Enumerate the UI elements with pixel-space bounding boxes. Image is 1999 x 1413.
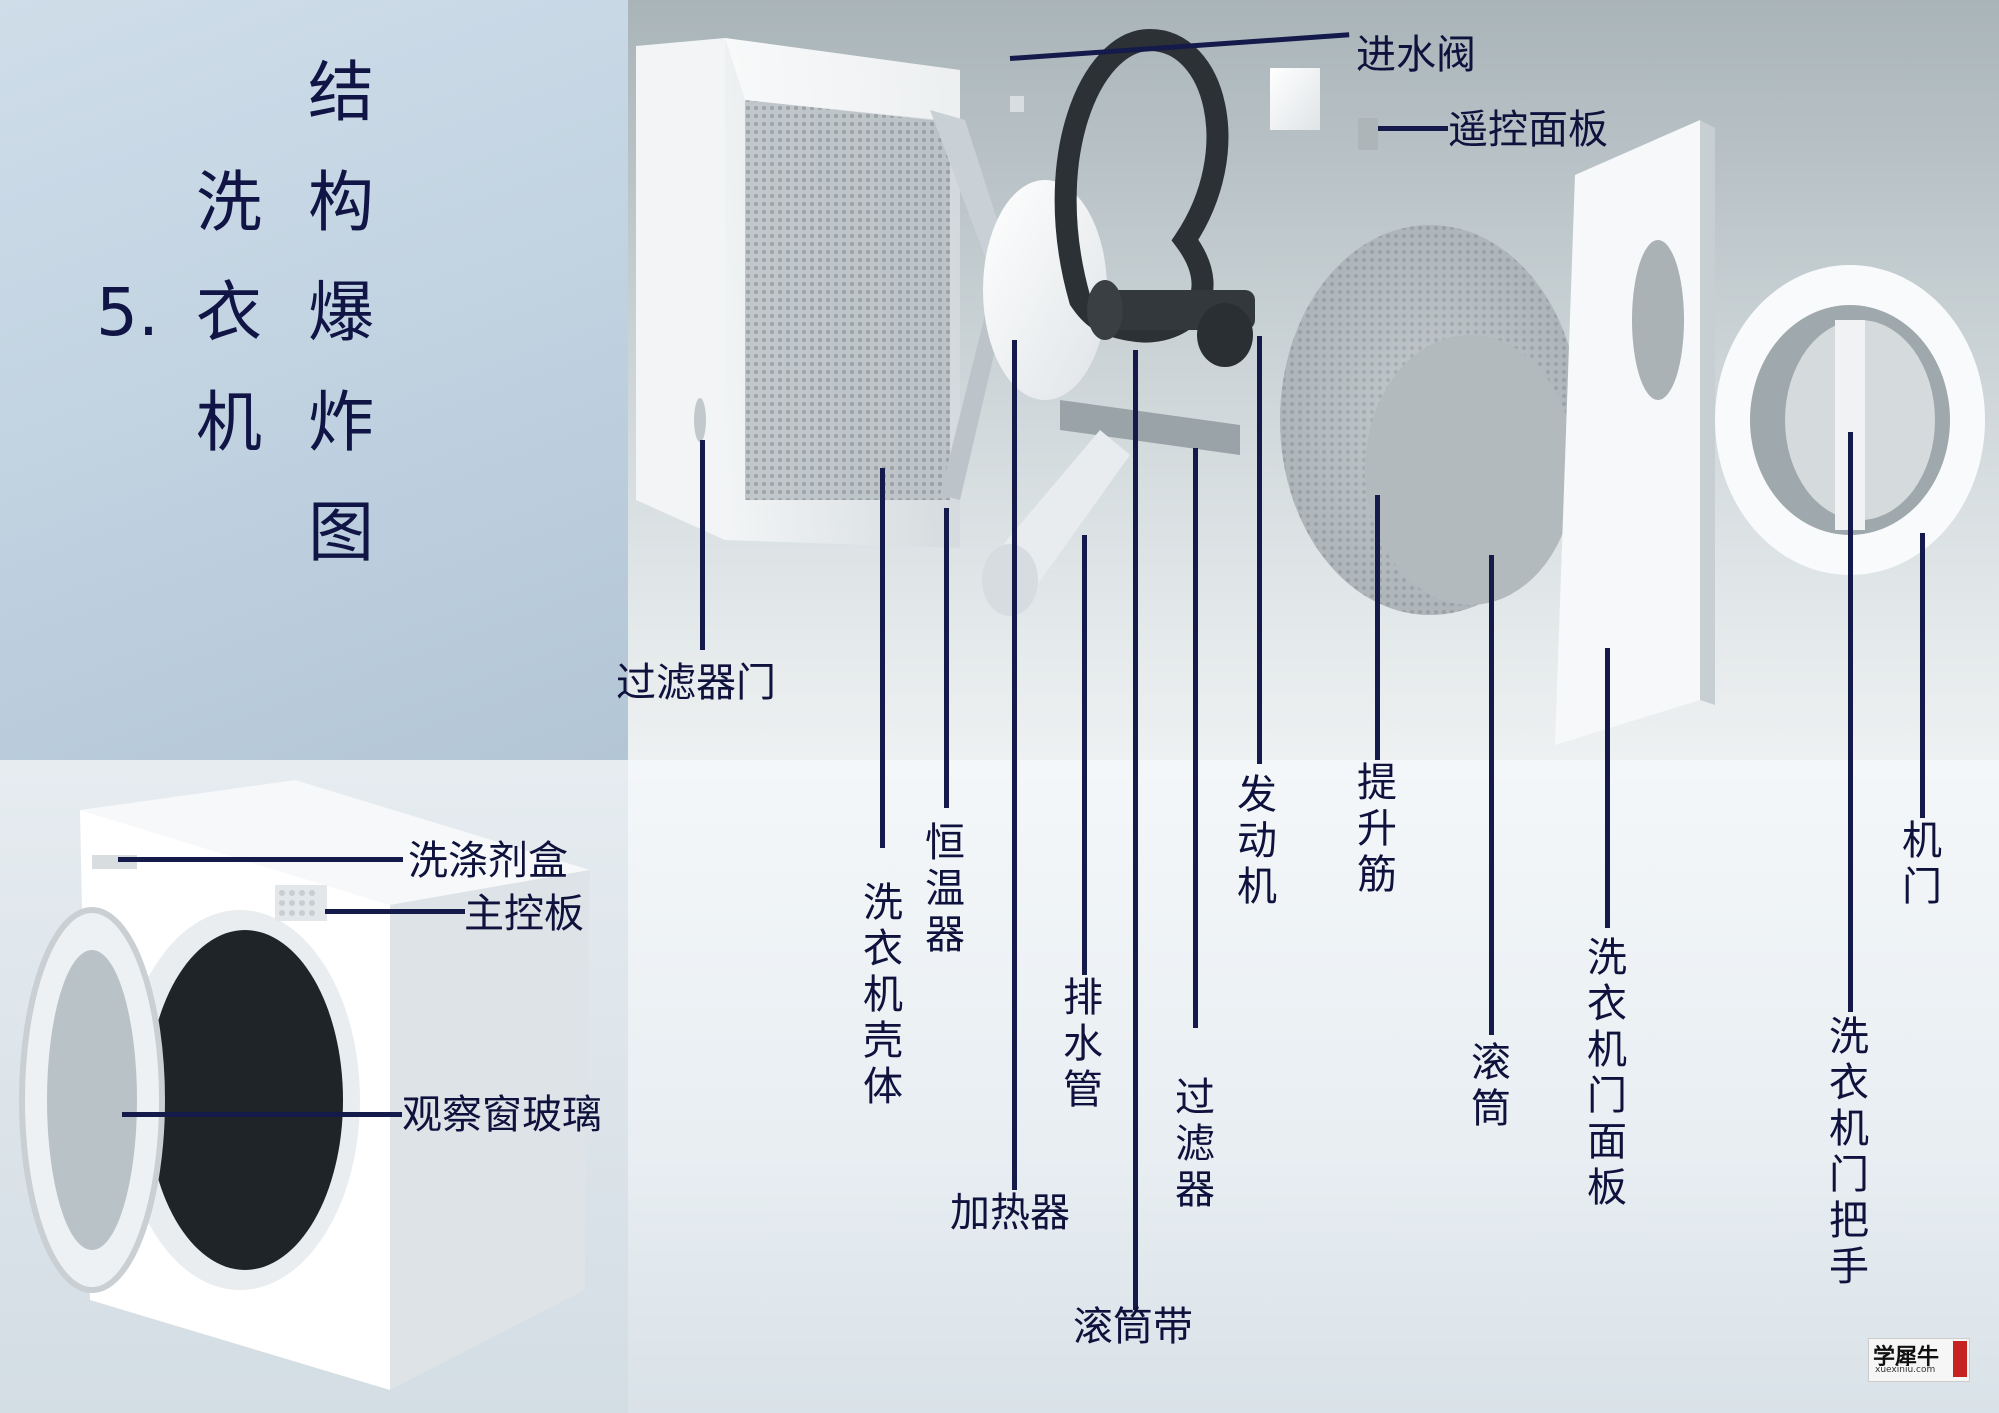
leader-drum-belt — [1133, 350, 1138, 1310]
leader-lifter — [1375, 495, 1380, 760]
leader-detergent-box — [118, 857, 403, 862]
filter-door-shape — [694, 398, 706, 442]
label-detergent-box: 洗涤剂盒 — [408, 838, 568, 884]
assembled-washer-shape — [19, 780, 590, 1390]
label-door-panel: 洗衣机门面板 — [1587, 935, 1627, 1211]
leader-housing — [880, 468, 885, 848]
door-panel-shape — [1555, 120, 1715, 745]
leader-door — [1920, 533, 1925, 818]
leader-thermostat — [944, 508, 949, 808]
leader-main-control — [325, 909, 465, 914]
leader-drain-pipe — [1082, 535, 1087, 975]
leader-door-panel — [1605, 648, 1610, 928]
inlet-valve-shape — [1270, 68, 1320, 130]
watermark-logo: 学犀牛 xuexiniu.com — [1868, 1338, 1970, 1382]
door-ring-shape — [1715, 265, 1985, 575]
leader-filter-door — [700, 440, 705, 650]
leader-drum — [1489, 555, 1494, 1035]
watermark-url: xuexiniu.com — [1875, 1365, 1936, 1375]
label-drain-pipe: 排水管 — [1063, 975, 1103, 1113]
label-remote-panel: 遥控面板 — [1448, 107, 1608, 153]
leader-heater — [1012, 340, 1017, 1190]
label-heater: 加热器 — [950, 1190, 1070, 1236]
watermark-brand: 学犀牛 — [1873, 1344, 1940, 1370]
label-door: 机门 — [1902, 818, 1942, 910]
motor-shape — [1087, 280, 1255, 367]
leader-door-handle — [1848, 432, 1853, 1012]
filter-shape — [1060, 400, 1240, 455]
drain-pipe-shape — [982, 430, 1130, 616]
label-door-handle: 洗衣机门把手 — [1829, 1014, 1869, 1290]
title-panel-background — [0, 0, 628, 760]
label-drum-belt: 滚筒带 — [1073, 1304, 1193, 1350]
title-number: 5. — [96, 274, 159, 351]
title-line-2: 结构爆炸图 — [308, 54, 374, 571]
leader-motor — [1257, 336, 1262, 764]
leader-filter — [1193, 448, 1198, 1028]
watermark-red-tag — [1953, 1341, 1967, 1377]
label-thermostat: 恒温器 — [925, 820, 965, 958]
label-filter-door: 过滤器门 — [616, 660, 776, 706]
housing-shell — [636, 38, 960, 548]
label-main-control: 主控板 — [464, 891, 584, 937]
label-housing: 洗衣机壳体 — [863, 880, 903, 1110]
title-line-1: 洗衣机 — [196, 164, 262, 461]
leader-remote-panel — [1378, 126, 1448, 131]
valve-mount-shape — [1010, 96, 1024, 112]
drum-belt-shape — [1054, 28, 1229, 343]
label-motor: 发动机 — [1237, 772, 1277, 910]
leader-window-glass — [122, 1112, 402, 1117]
label-inlet-valve: 进水阀 — [1356, 32, 1476, 78]
remote-panel-shape — [1358, 118, 1378, 150]
label-drum: 滚筒 — [1471, 1040, 1511, 1132]
label-window-glass: 观察窗玻璃 — [402, 1092, 602, 1138]
label-lifter: 提升筋 — [1357, 760, 1397, 898]
drum-shape — [1280, 225, 1580, 615]
label-filter: 过滤器 — [1175, 1075, 1215, 1213]
